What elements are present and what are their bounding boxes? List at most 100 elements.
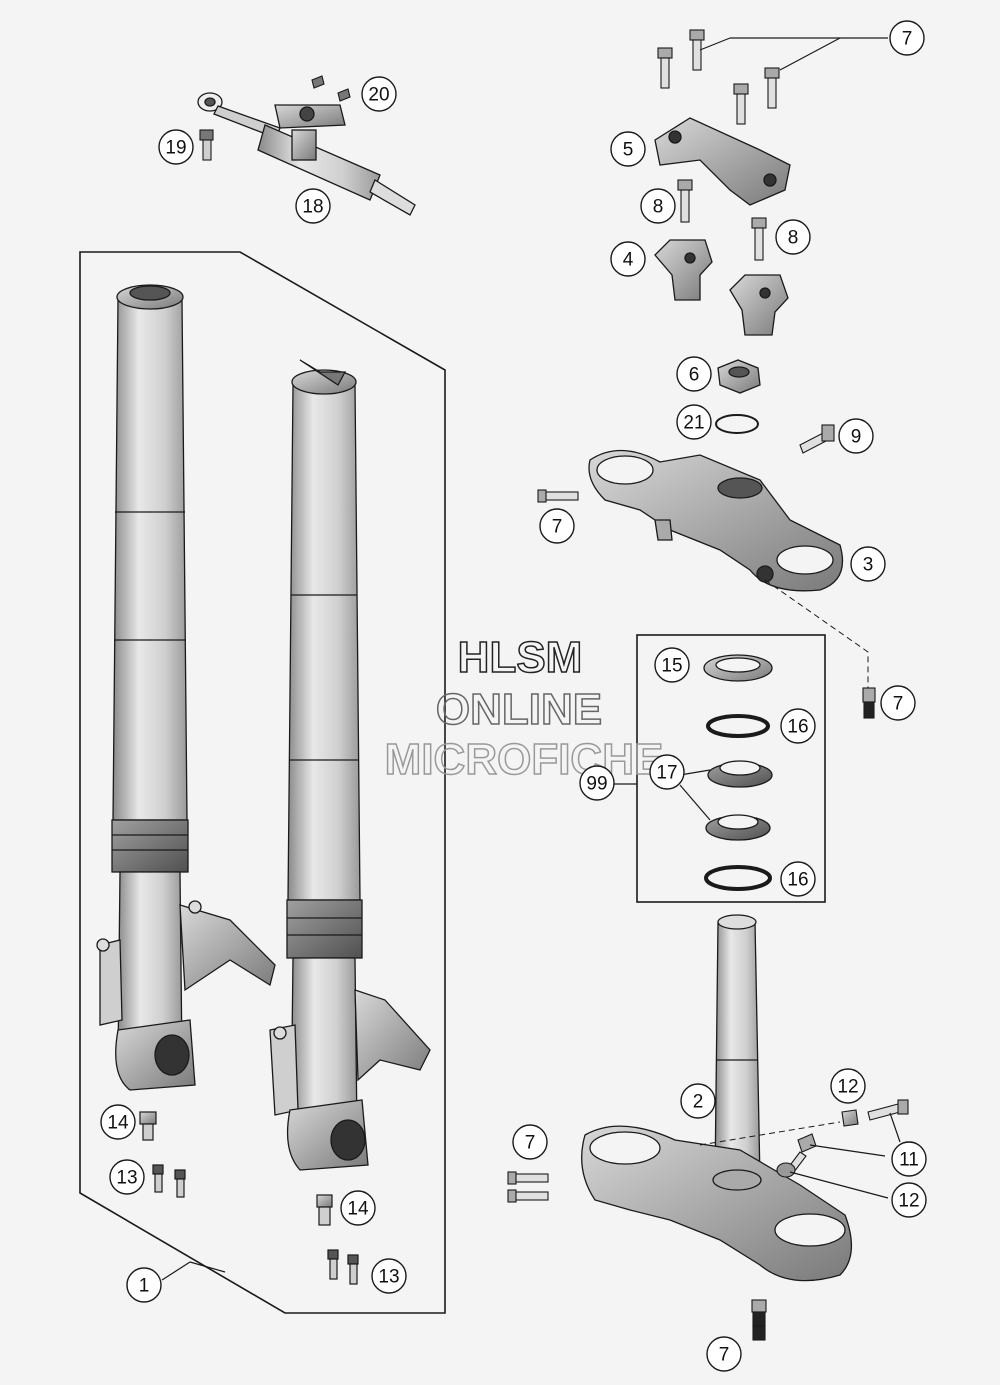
fork-bolts [139, 1111, 359, 1285]
watermark-line-2: ONLINE [436, 685, 602, 734]
callout-circle [850, 546, 886, 582]
callout-circle [676, 404, 712, 440]
callout-circle [640, 188, 676, 224]
callout-13: 13 [371, 1258, 407, 1294]
callout-number: 7 [893, 694, 904, 715]
watermark-line-1: HLSM [458, 633, 583, 682]
callout-circle [780, 861, 816, 897]
callout-number: 18 [302, 197, 323, 218]
callout-circle [126, 1267, 162, 1303]
callout-number: 12 [898, 1191, 919, 1212]
top-triple-bolt [799, 424, 835, 454]
callout-circle [775, 219, 811, 255]
callout-circle [676, 356, 712, 392]
callout-number: 3 [863, 555, 874, 576]
callout-number: 4 [623, 250, 634, 271]
callout-circle [889, 20, 925, 56]
callout-number: 16 [787, 717, 808, 738]
callout-11: 11 [891, 1141, 927, 1177]
callout-circle [610, 241, 646, 277]
callout-7: 7 [706, 1336, 742, 1372]
callout-number: 14 [107, 1113, 129, 1134]
callout-circle [295, 188, 331, 224]
callout-number: 13 [116, 1168, 137, 1189]
callout-layer: 7 20 19 5 18 8 8 4 6 21 9 7 3 15 7 16 99 17 16 12 2 7 14 11 13 12… [100, 20, 927, 1372]
fork-group-outline [79, 251, 446, 1314]
callout-number: 7 [525, 1133, 536, 1154]
watermark: HLSM ONLINE MICROFICHE [384, 632, 664, 785]
callout-7: 7 [539, 508, 575, 544]
left-fork-leg [96, 284, 276, 1091]
callout-number: 7 [719, 1345, 730, 1366]
callout-circle [579, 765, 615, 801]
callout-circle [706, 1336, 742, 1372]
callout-2: 2 [680, 1083, 716, 1119]
callout-circle [539, 508, 575, 544]
right-fork-leg [269, 359, 431, 1171]
callout-circle [830, 1068, 866, 1104]
callout-circle [371, 1258, 407, 1294]
callout-circle [340, 1190, 376, 1226]
callout-17: 17 [649, 754, 685, 790]
callout-circle [838, 418, 874, 454]
washer [715, 414, 759, 434]
callout-circle [780, 708, 816, 744]
callout-12: 12 [830, 1068, 866, 1104]
callout-20: 20 [361, 76, 397, 112]
callout-number: 17 [656, 763, 677, 784]
callout-number: 5 [623, 140, 634, 161]
callout-14: 14 [100, 1104, 136, 1140]
callout-16: 16 [780, 861, 816, 897]
bearing-kit-parts [703, 654, 773, 891]
callout-circle [512, 1124, 548, 1160]
callout-number: 20 [368, 85, 389, 106]
callout-number: 8 [788, 228, 799, 249]
callout-number: 6 [689, 365, 700, 386]
leader-lines [161, 37, 901, 1281]
callout-3: 3 [850, 546, 886, 582]
lower-clamp-bolts-set [507, 1099, 909, 1341]
callout-9: 9 [838, 418, 874, 454]
callout-8: 8 [775, 219, 811, 255]
triple-clamp-side-bolt [537, 489, 579, 503]
callout-number: 16 [787, 870, 808, 891]
callout-number: 7 [552, 517, 563, 538]
callout-number: 15 [661, 656, 682, 677]
leader-dash-line-2 [699, 1121, 841, 1146]
handlebar-top-clamp [654, 117, 791, 206]
clamp-pinch-bolt [862, 687, 876, 719]
callout-circle [891, 1182, 927, 1218]
callout-circle [891, 1141, 927, 1177]
callout-circle [649, 754, 685, 790]
callout-7: 7 [512, 1124, 548, 1160]
steering-damper [197, 92, 416, 216]
callout-number: 19 [165, 138, 186, 159]
callout-number: 1 [139, 1276, 150, 1297]
callout-8: 8 [640, 188, 676, 224]
callout-circle [100, 1104, 136, 1140]
damper-bolts [199, 75, 351, 161]
callout-number: 8 [653, 197, 664, 218]
steering-stem-nut [717, 359, 761, 394]
callout-circle [361, 76, 397, 112]
top-clamp-bolts [657, 29, 780, 125]
callout-4: 4 [610, 241, 646, 277]
callout-12: 12 [891, 1182, 927, 1218]
callout-number: 11 [899, 1150, 919, 1171]
callout-6: 6 [676, 356, 712, 392]
callout-99: 99 [579, 765, 615, 801]
callout-number: 21 [683, 413, 704, 434]
bearing-kit-box [636, 634, 826, 903]
callout-circle [680, 1083, 716, 1119]
callout-circle [654, 647, 690, 683]
callout-number: 14 [347, 1199, 369, 1220]
callout-7: 7 [880, 685, 916, 721]
upper-triple-clamp [588, 449, 844, 592]
callout-13: 13 [109, 1159, 145, 1195]
callout-number: 99 [586, 774, 607, 795]
callout-15: 15 [654, 647, 690, 683]
callout-number: 13 [378, 1267, 399, 1288]
callout-number: 12 [837, 1077, 858, 1098]
callout-5: 5 [610, 131, 646, 167]
